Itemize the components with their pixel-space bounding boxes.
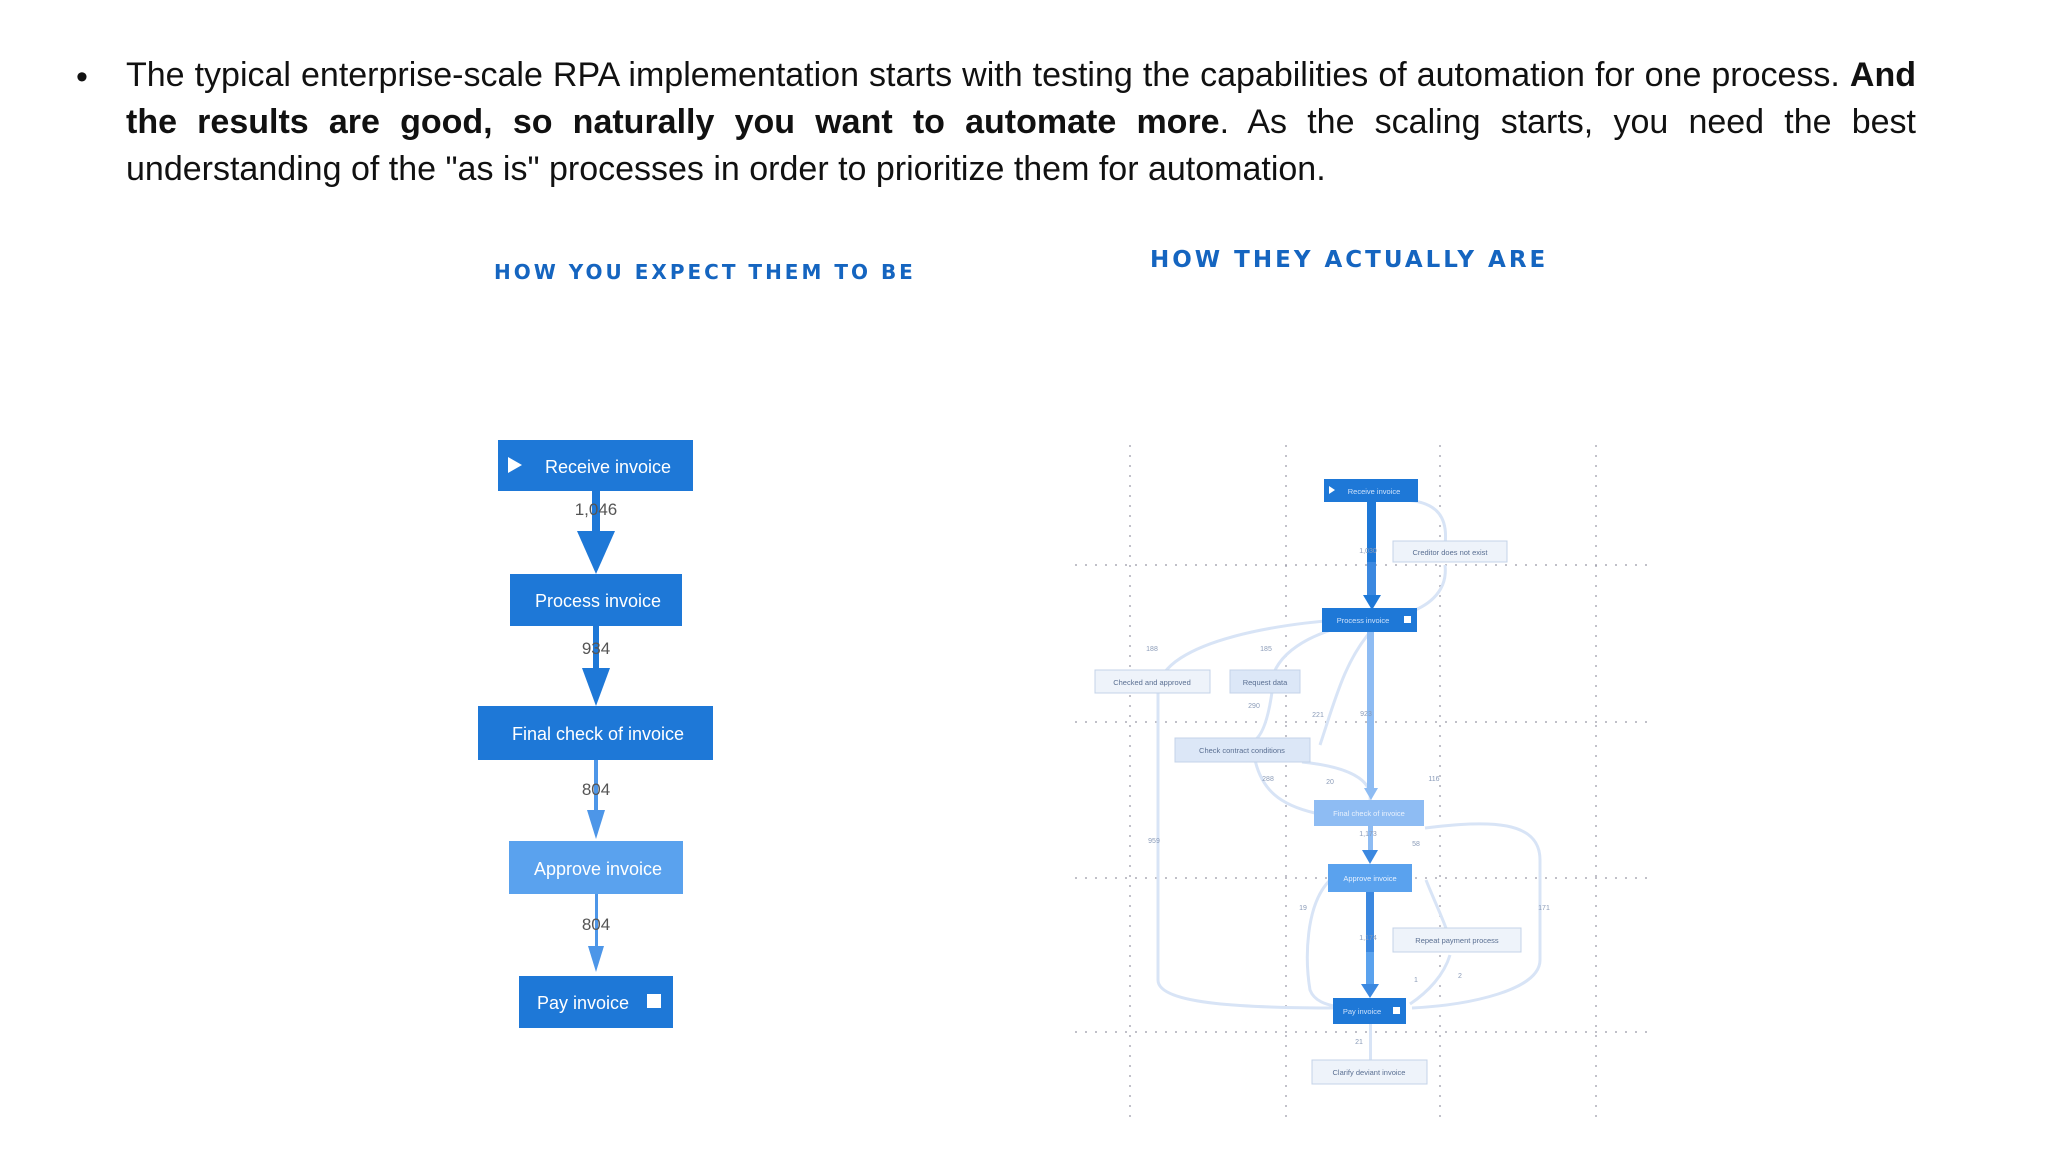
start-icon: [508, 457, 522, 473]
count-label: 290: [1248, 703, 1260, 710]
end-icon: [1393, 1007, 1400, 1014]
node-label: Creditor does not exist: [1412, 548, 1488, 557]
count-label: 185: [1260, 646, 1272, 653]
count-label: 959: [1148, 838, 1160, 845]
actual-node-final-check[interactable]: Final check of invoice: [1314, 800, 1424, 826]
count-2: 934: [582, 639, 610, 658]
end-icon: [1404, 616, 1411, 623]
node-label: Receive invoice: [545, 457, 671, 477]
expected-connectors: [577, 491, 615, 972]
count-label: 19: [1299, 905, 1307, 912]
connector-1: [592, 491, 600, 531]
count-label: 288: [1262, 776, 1274, 783]
node-label: Repeat payment process: [1415, 936, 1499, 945]
actual-counts: 1,030 923 1,173 1,174 188 185 290 221 28…: [1146, 548, 1550, 1046]
count-4: 804: [582, 915, 610, 934]
node-label: Approve invoice: [534, 859, 662, 879]
actual-node-process[interactable]: Process invoice: [1322, 608, 1417, 632]
actual-title: HOW THEY ACTUALLY ARE: [1150, 247, 1549, 273]
actual-node-receive[interactable]: Receive invoice: [1324, 479, 1418, 502]
node-label: Checked and approved: [1113, 678, 1191, 687]
count-label: 21: [1355, 1039, 1363, 1046]
count-label: 1,173: [1359, 831, 1377, 838]
arrow-2: [582, 668, 610, 706]
start-icon: [1329, 486, 1335, 494]
node-label: Final check of invoice: [1333, 809, 1405, 818]
paragraph-text-part1: The typical enterprise-scale RPA impleme…: [126, 56, 1850, 94]
node-label: Process invoice: [535, 591, 661, 611]
actual-node-pay[interactable]: Pay invoice: [1333, 998, 1406, 1024]
actual-side-node-clarify[interactable]: Clarify deviant invoice: [1311, 1059, 1428, 1085]
actual-main-connectors: [1361, 502, 1381, 1060]
node-label: Request data: [1243, 678, 1288, 687]
count-label: 221: [1312, 712, 1324, 719]
node-label: Approve invoice: [1343, 874, 1396, 883]
count-1: 1,046: [575, 500, 618, 519]
count-label: 188: [1146, 646, 1158, 653]
node-label: Pay invoice: [1343, 1007, 1381, 1016]
bullet-point: •: [76, 58, 88, 96]
paragraph-text: The typical enterprise-scale RPA impleme…: [126, 52, 1916, 193]
count-label: 1,030: [1359, 548, 1377, 555]
count-label: 58: [1412, 841, 1420, 848]
arrow-4: [588, 946, 604, 972]
actual-side-node-request[interactable]: Request data: [1229, 669, 1301, 694]
expected-node-final-check[interactable]: Final check of invoice: [478, 706, 713, 760]
node-label: Receive invoice: [1348, 487, 1401, 496]
arrow-3: [587, 810, 605, 839]
paragraph-text-part2: . As the scaling starts, you need the be…: [126, 103, 1916, 188]
expected-node-pay[interactable]: Pay invoice: [519, 976, 673, 1028]
actual-side-node-checked[interactable]: Checked and approved: [1094, 669, 1211, 694]
actual-side-node-contract[interactable]: Check contract conditions: [1174, 737, 1311, 763]
node-label: Pay invoice: [537, 993, 629, 1013]
expected-node-process[interactable]: Process invoice: [510, 574, 682, 626]
connector-4: [595, 894, 598, 946]
node-label: Process invoice: [1337, 616, 1390, 625]
paragraph-text-bold: And the results are good, so naturally y…: [126, 56, 1916, 141]
actual-node-approve[interactable]: Approve invoice: [1328, 864, 1412, 892]
count-label: 171: [1538, 905, 1550, 912]
node-label: Clarify deviant invoice: [1333, 1068, 1406, 1077]
count-label: 116: [1428, 776, 1439, 783]
node-label: Check contract conditions: [1199, 746, 1285, 755]
actual-side-node-creditor[interactable]: Creditor does not exist: [1392, 540, 1508, 563]
count-label: 1,174: [1359, 935, 1377, 942]
actual-side-node-repeat[interactable]: Repeat payment process: [1392, 927, 1522, 953]
expected-node-approve[interactable]: Approve invoice: [509, 841, 683, 894]
count-label: 20: [1326, 779, 1334, 786]
count-label: 1: [1414, 977, 1418, 984]
count-3: 804: [582, 780, 610, 799]
count-label: 2: [1458, 973, 1462, 980]
connector-2: [593, 626, 599, 668]
end-icon: [647, 994, 661, 1008]
node-label: Final check of invoice: [512, 724, 684, 744]
arrow-1: [577, 531, 615, 574]
connector-3: [594, 760, 598, 810]
count-label: 923: [1360, 711, 1372, 718]
expected-title: HOW YOU EXPECT THEM TO BE: [494, 260, 916, 284]
expected-node-receive[interactable]: Receive invoice: [498, 440, 693, 491]
